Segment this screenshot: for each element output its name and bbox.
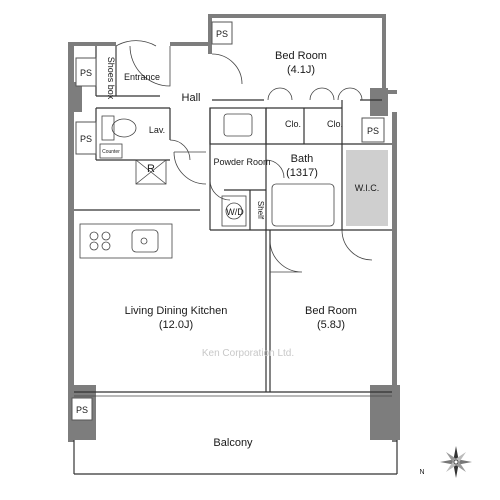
entrance-label: Entrance <box>124 72 160 82</box>
wic-label: W.I.C. <box>355 183 380 193</box>
bedroom-top-name: Bed Room <box>275 50 327 62</box>
bath-size: (1317) <box>286 167 318 179</box>
compass-north-label: N <box>419 469 424 476</box>
closet-1-label: Clo. <box>285 119 301 129</box>
hall-label: Hall <box>182 92 201 104</box>
lav-label: Lav. <box>149 125 165 135</box>
shoes-box-label: Shoes box <box>106 57 116 100</box>
ldk-name: Living Dining Kitchen <box>125 305 228 317</box>
watermark: Ken Corporation Ltd. <box>202 348 294 359</box>
ps-label-left-top: PS <box>80 68 92 78</box>
room-labels: Bed Room (4.1J) Entrance Hall Shoes box … <box>102 50 379 449</box>
interior-walls <box>73 46 398 475</box>
compass-rose-icon: N <box>419 446 472 478</box>
balcony-label: Balcony <box>213 437 253 449</box>
bedroom-bottom-name: Bed Room <box>305 305 357 317</box>
pipe-spaces: PS PS PS PS PS <box>71 21 385 421</box>
ldk-size: (12.0J) <box>159 319 193 331</box>
ps-label-top: PS <box>216 29 228 39</box>
fixtures <box>89 113 388 253</box>
refrigerator-label: R <box>147 163 155 175</box>
closet-2-label: Clo. <box>327 119 343 129</box>
washer-label: W/D <box>226 207 244 217</box>
shelf-label: Shelf <box>256 201 265 220</box>
powder-room-label: Powder Room <box>213 157 270 167</box>
counter-label: Counter <box>102 149 120 155</box>
bedroom-bottom-size: (5.8J) <box>317 319 345 331</box>
doors <box>115 40 373 273</box>
ps-label-left-mid: PS <box>80 134 92 144</box>
ps-label-left-bottom: PS <box>76 405 88 415</box>
bath-name: Bath <box>291 153 314 165</box>
ps-label-right: PS <box>367 126 379 136</box>
exterior-walls <box>68 14 400 442</box>
bedroom-top-size: (4.1J) <box>287 64 315 76</box>
